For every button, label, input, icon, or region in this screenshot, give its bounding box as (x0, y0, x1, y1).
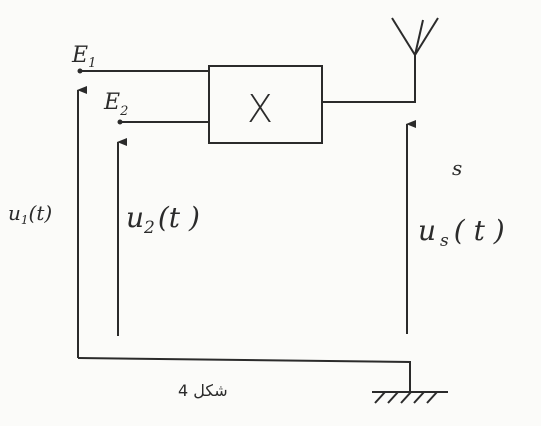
multiplier-symbol: X (247, 87, 273, 131)
multiplier-icon (208, 65, 323, 144)
label-u2: u2(t ) (126, 201, 200, 238)
label-e1: E1 (71, 43, 96, 71)
antenna-icon (391, 17, 439, 56)
common-wire (77, 357, 411, 392)
label-output-node: s (452, 156, 462, 180)
figure-caption: شكل 4 (178, 381, 228, 400)
label-u1: u1(t) (8, 201, 52, 227)
terminal-e1 (77, 68, 209, 74)
output-wire (322, 55, 416, 103)
terminal-e2 (117, 119, 209, 125)
label-e2: E2 (103, 90, 128, 119)
ground-icon (372, 391, 448, 404)
